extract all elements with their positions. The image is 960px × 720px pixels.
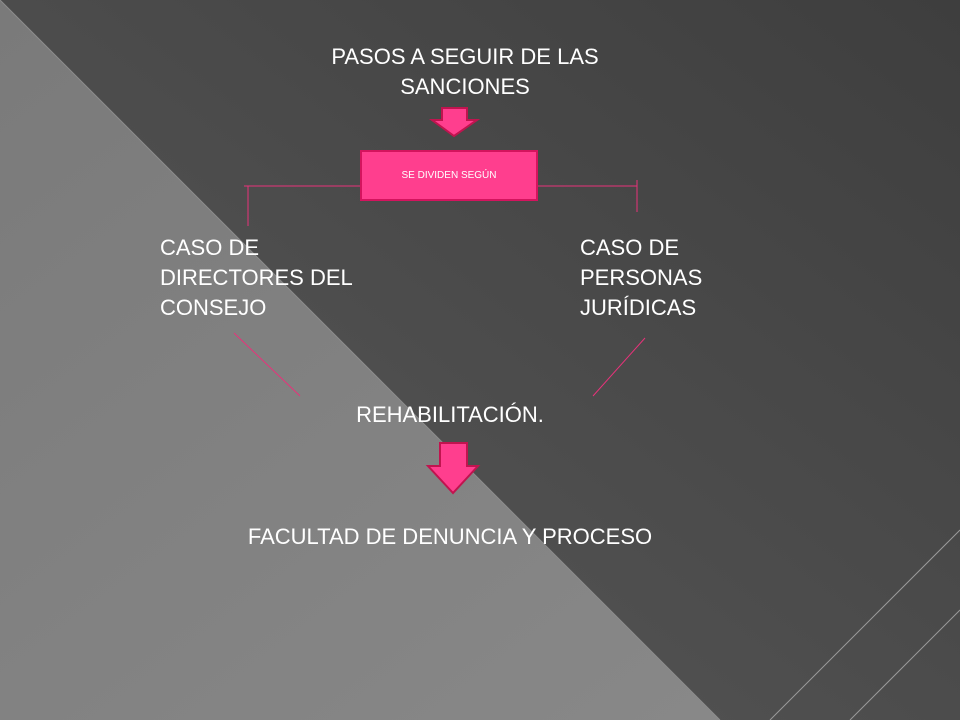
facultad-label: FACULTAD DE DENUNCIA Y PROCESO <box>247 524 653 549</box>
rehabilitacion-label: REHABILITACIÓN. <box>356 402 544 427</box>
case-personas: CASO DE PERSONAS JURÍDICAS <box>580 235 703 320</box>
diagram-title: PASOS A SEGUIR DE LAS SANCIONES <box>331 44 599 99</box>
case-directores: CASO DE DIRECTORES DEL CONSEJO <box>160 235 353 320</box>
divide-box: SE DIVIDEN SEGÚN <box>360 150 538 201</box>
divide-box-label: SE DIVIDEN SEGÚN <box>401 170 497 181</box>
